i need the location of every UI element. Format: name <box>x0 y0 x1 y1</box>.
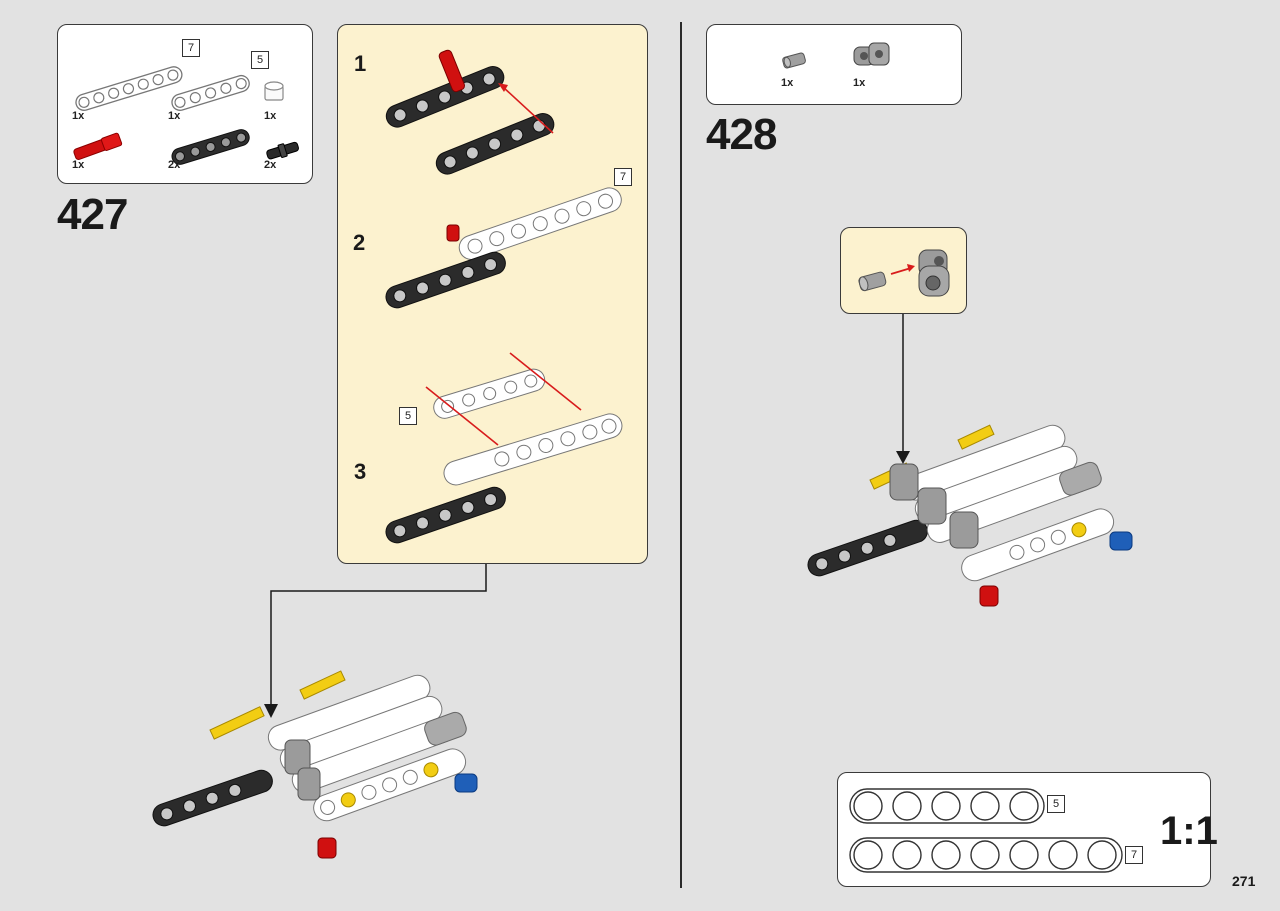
main-assembly-428 <box>807 424 1133 607</box>
substep-3-black-beam <box>385 486 506 544</box>
grey-bush-icon <box>782 52 806 69</box>
ruler-length-badge: 7 <box>1125 846 1143 864</box>
grey-connector-icon <box>853 42 890 66</box>
substep-1-arrowhead <box>498 83 508 92</box>
subassembly-callout-428 <box>840 227 967 314</box>
step-number-428: 428 <box>706 110 777 159</box>
substep-1-black-beam-bottom <box>435 112 555 175</box>
part-length-badge: 7 <box>614 168 632 186</box>
black-friction-pin-icon <box>266 141 299 160</box>
scale-ruler: 5 7 1:1 <box>837 772 1218 887</box>
part-quantity: 2x <box>264 159 277 171</box>
ruler-length-badge: 5 <box>1047 795 1065 813</box>
substep-3-arrow-right <box>509 352 582 411</box>
substep-3-arrow-left <box>425 386 499 446</box>
part-quantity: 1x <box>72 110 85 122</box>
substep-1-arrow <box>502 86 554 134</box>
ruler-beam-5 <box>849 788 1045 824</box>
part-quantity: 1x <box>72 159 85 171</box>
part-length-badge: 5 <box>399 407 417 425</box>
parts-list-428: 1x 1x <box>706 24 962 105</box>
substep-3-white-beam-7 <box>443 413 623 486</box>
parts-list-427-art <box>73 66 299 165</box>
substep-number: 2 <box>353 230 366 255</box>
white-beam-5-icon <box>171 74 250 111</box>
substep-2-black-beam <box>385 251 506 309</box>
subassembly-callout-428-art <box>858 249 950 297</box>
part-length-badge: 7 <box>182 39 200 57</box>
scale-ruler-beams <box>849 788 1123 873</box>
main-assembly-427 <box>152 670 478 859</box>
page-number: 271 <box>1232 873 1256 889</box>
scale-label: 1:1 <box>1160 809 1218 853</box>
substep-3-white-beam-5 <box>433 368 546 419</box>
part-quantity: 2x <box>168 159 181 171</box>
page-divider <box>680 22 682 888</box>
subassembly-callout-427: 1 2 3 7 5 <box>337 24 648 564</box>
substep-1-black-beam-top <box>385 65 505 128</box>
white-bush-icon <box>264 81 284 101</box>
parts-list-427: 7 5 1x 1x 1x 1x 2x 2x <box>57 24 313 184</box>
part-quantity: 1x <box>264 110 277 122</box>
substep-2-white-beam <box>458 187 622 260</box>
part-length-badge: 5 <box>251 51 269 69</box>
ruler-beam-7 <box>849 837 1123 873</box>
part-quantity: 1x <box>853 77 866 89</box>
substep-number: 3 <box>354 459 367 484</box>
part-quantity: 1x <box>168 110 181 122</box>
part-quantity: 1x <box>781 77 794 89</box>
substep-number: 1 <box>354 51 367 76</box>
substep-1-red-pin <box>438 49 466 93</box>
white-beam-7-icon <box>75 66 183 111</box>
parts-list-428-art <box>782 42 890 69</box>
black-beam-5-icon <box>171 129 250 165</box>
substep-2-red-pin <box>446 224 460 242</box>
step-number-427: 427 <box>57 190 128 239</box>
red-axle-pin-icon <box>73 132 123 160</box>
subassembly-callout-427-art <box>385 49 623 544</box>
